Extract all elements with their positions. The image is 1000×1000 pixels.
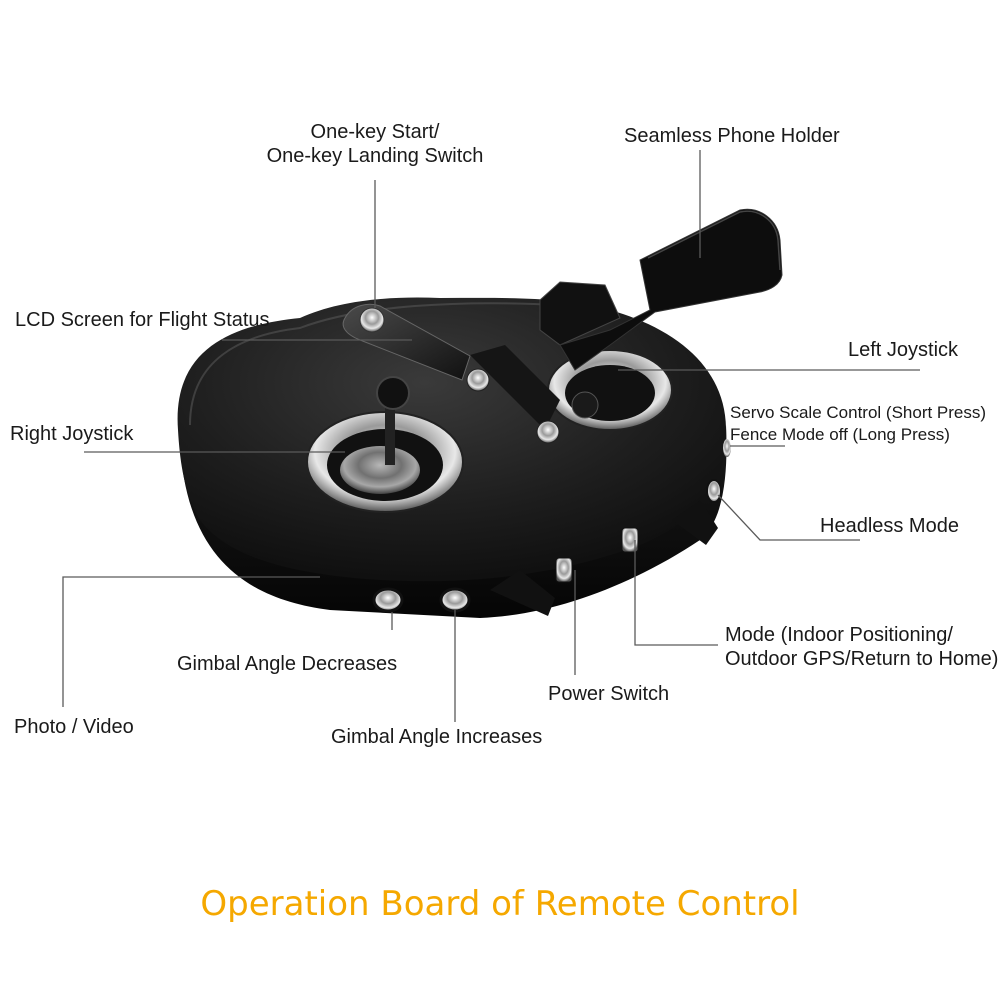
label-mode-line2: Outdoor GPS/Return to Home)	[725, 648, 999, 670]
label-gimbal-decreases: Gimbal Angle Decreases	[177, 653, 398, 675]
mode-switch[interactable]	[621, 527, 639, 553]
leader-mode	[634, 540, 718, 646]
label-phone-holder: Seamless Phone Holder	[624, 125, 840, 147]
servo-scale-button[interactable]	[723, 439, 731, 457]
left-handle-fin	[490, 570, 555, 616]
leader-lines	[62, 150, 920, 722]
phone-holder[interactable]	[466, 208, 783, 444]
front-buttons	[372, 439, 731, 613]
label-one-key-line1: One-key Start/	[310, 121, 440, 143]
leader-headless	[717, 494, 860, 541]
label-headless-mode: Headless Mode	[820, 515, 959, 537]
label-photo-video: Photo / Video	[14, 716, 134, 738]
right-joystick[interactable]	[306, 376, 464, 513]
leader-photo-video	[62, 576, 320, 707]
gimbal-increase-button[interactable]	[439, 587, 471, 613]
label-gimbal-increases: Gimbal Angle Increases	[331, 726, 543, 748]
label-one-key-line2: One-key Landing Switch	[266, 145, 484, 167]
headless-mode-button[interactable]	[706, 479, 722, 503]
label-lcd-screen: LCD Screen for Flight Status	[15, 309, 270, 331]
diagram-caption: Operation Board of Remote Control	[200, 884, 800, 924]
right-handle-fin	[672, 500, 718, 545]
label-servo-line1: Servo Scale Control (Short Press)	[730, 403, 987, 422]
controller-rim	[189, 302, 561, 426]
power-switch[interactable]	[555, 557, 573, 583]
bottom-handles	[490, 500, 718, 616]
label-right-joystick: Right Joystick	[10, 423, 134, 445]
label-power-switch: Power Switch	[548, 683, 670, 705]
label-mode-line1: Mode (Indoor Positioning/	[725, 624, 953, 646]
one-key-button[interactable]	[359, 307, 385, 333]
photo-video-button[interactable]	[372, 587, 404, 613]
label-left-joystick: Left Joystick	[848, 339, 959, 361]
left-joystick[interactable]	[547, 349, 673, 431]
label-servo-line2: Fence Mode off (Long Press)	[730, 425, 950, 444]
